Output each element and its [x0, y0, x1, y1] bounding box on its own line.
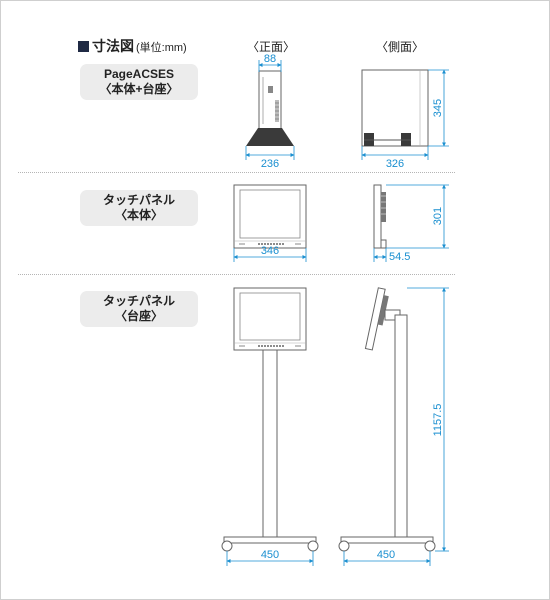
dim-label: 450 — [261, 549, 279, 561]
dim-panel-side-height: 301 — [386, 184, 449, 249]
section-label-touch-panel-body: タッチパネル 〈本体〉 — [80, 190, 198, 226]
dim-stand-height: 1157.5 — [407, 287, 449, 552]
stand-front-view — [221, 287, 319, 552]
title-text: 寸法図 — [92, 38, 134, 54]
title-square-icon — [78, 41, 89, 52]
dim-pc-front-depth: 88 — [258, 53, 282, 72]
pc-side-view — [361, 69, 429, 147]
section-label-line2: 〈本体+台座〉 — [99, 82, 179, 96]
section-divider — [18, 274, 455, 275]
section-label-line2: 〈台座〉 — [114, 309, 163, 323]
dim-label: 346 — [261, 245, 279, 257]
section-label-pageacses: PageACSES 〈本体+台座〉 — [80, 64, 198, 100]
dim-label: 236 — [261, 158, 279, 170]
pc-front-view — [246, 70, 294, 146]
dim-label: 345 — [432, 99, 444, 117]
dim-pc-side-width: 326 — [361, 146, 429, 170]
dim-panel-front-width: 346 — [233, 245, 307, 262]
diagram-title: 寸法図(単位:mm) — [78, 36, 187, 56]
section-divider — [18, 172, 455, 173]
dim-panel-side-depth: 54.5 — [373, 248, 410, 263]
dim-label: 450 — [377, 549, 395, 561]
section-label-line1: タッチパネル — [102, 193, 175, 207]
section-label-line2: 〈本体〉 — [114, 208, 163, 222]
dim-label: 88 — [264, 53, 276, 65]
side-view-label: 〈側面〉 — [375, 40, 425, 54]
dim-label: 1157.5 — [432, 404, 444, 437]
section-label-line1: PageACSES — [103, 67, 175, 81]
panel-front-view — [233, 184, 307, 249]
dim-label: 301 — [432, 207, 444, 225]
dim-stand-side-width: 450 — [343, 549, 431, 566]
dim-label: 54.5 — [389, 251, 410, 263]
panel-side-view — [373, 184, 387, 249]
dim-pc-front-width: 236 — [245, 146, 295, 170]
unit-note: (単位:mm) — [136, 42, 187, 54]
dim-pc-side-height: 345 — [428, 69, 449, 147]
section-label-line1: タッチパネル — [102, 294, 175, 308]
dim-stand-front-width: 450 — [226, 549, 314, 566]
dim-label: 326 — [386, 158, 404, 170]
section-label-touch-panel-stand: タッチパネル 〈台座〉 — [80, 291, 198, 327]
stand-side-view — [338, 287, 436, 552]
front-view-label: 〈正面〉 — [246, 40, 296, 54]
